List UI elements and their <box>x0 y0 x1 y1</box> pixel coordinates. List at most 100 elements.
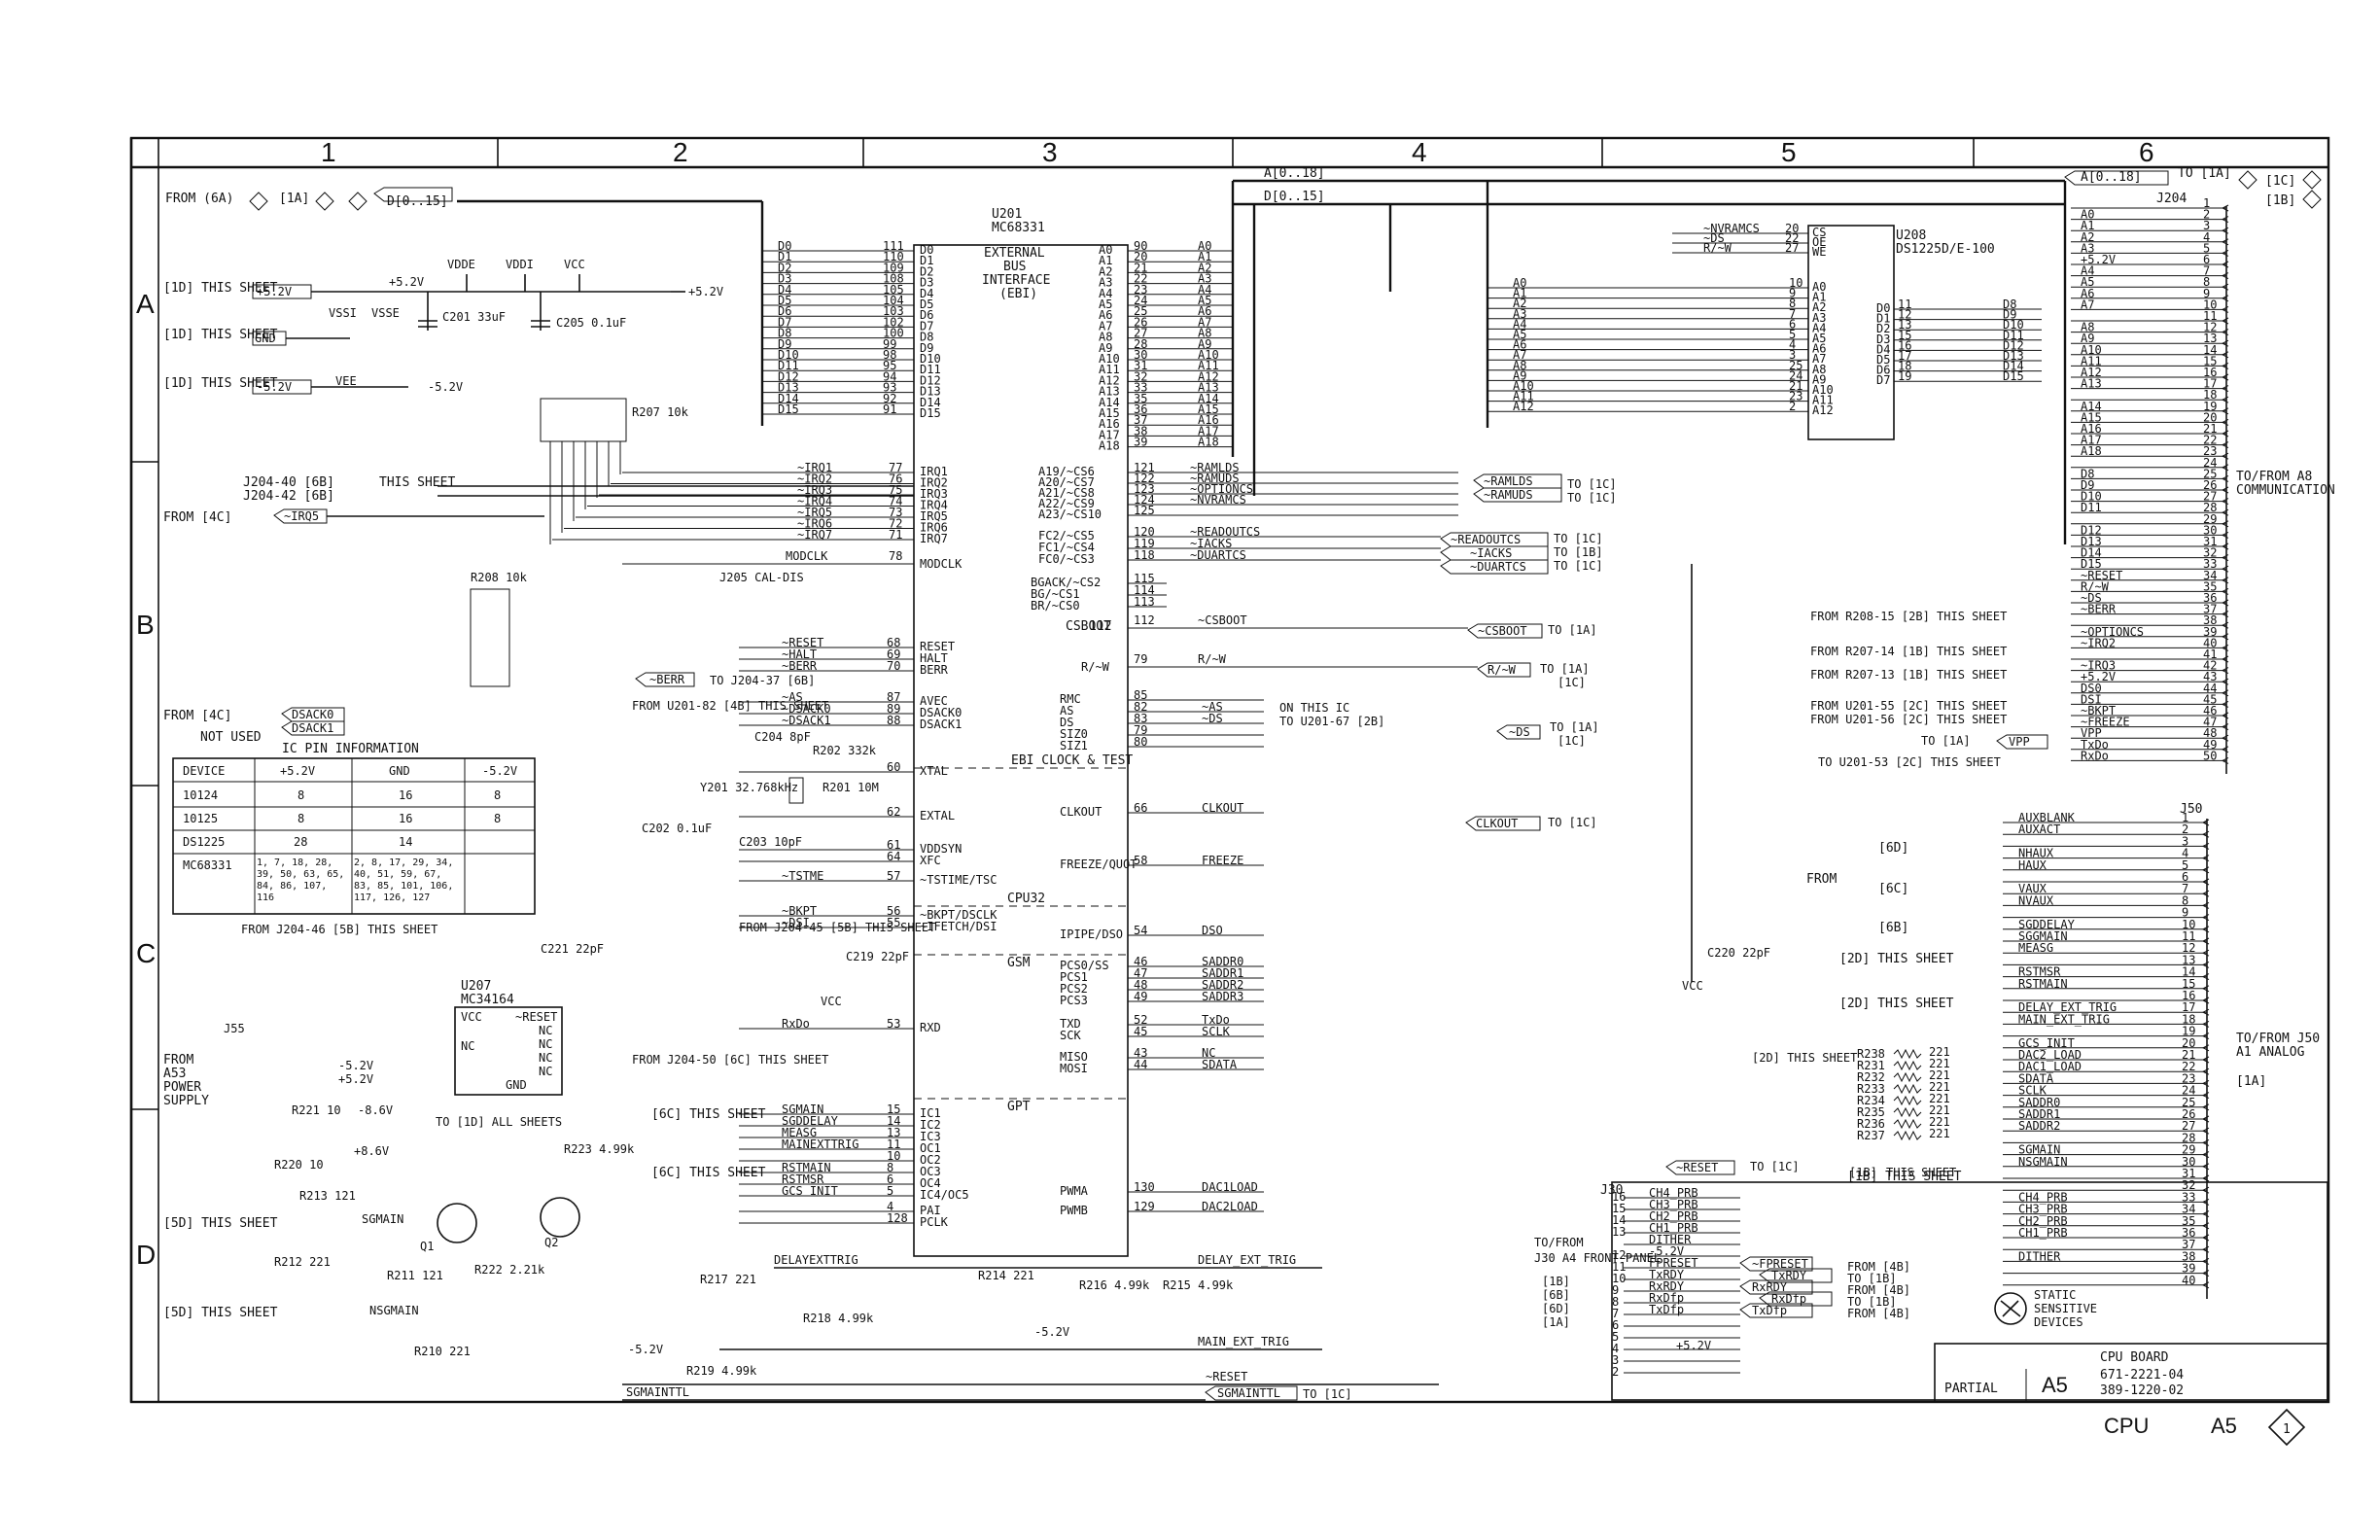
irq-this-sheet: THIS SHEET <box>379 475 455 490</box>
j204-pin-arrow-icon <box>2221 216 2229 224</box>
j204-net: A3 <box>2081 241 2094 255</box>
u201-addr-net: A2 <box>1198 261 1211 274</box>
u208-data-name: D5 <box>1876 353 1890 367</box>
u208-addr-name: A10 <box>1812 383 1834 397</box>
u201-right-name: SIZ1 <box>1060 739 1088 752</box>
u201-left-pin: 88 <box>887 714 900 727</box>
to-1a-top: TO [1A] <box>2178 166 2231 181</box>
j30-offsheet-net: RxDfp <box>1771 1292 1806 1306</box>
u201-addr-net: A18 <box>1198 436 1219 449</box>
j50-pin: 5 <box>2182 858 2188 872</box>
u201-data-name: D12 <box>920 373 941 387</box>
tag-1c-top: [1C] <box>2265 174 2295 189</box>
note-r207-14: FROM R207-14 [1B] THIS SHEET <box>1810 645 2007 658</box>
j30-pin: 12 <box>1612 1248 1626 1262</box>
j30-tag-1: [1B] <box>1542 1275 1570 1288</box>
j50-pin-arrow-icon <box>2201 1020 2210 1028</box>
u201-data-pin: 95 <box>883 359 896 372</box>
u201-left-name: OC1 <box>920 1141 941 1155</box>
a53-supply: SUPPLY <box>163 1094 209 1108</box>
u208-ctl-name: WE <box>1812 245 1826 259</box>
u208-data-net: D12 <box>2003 338 2024 352</box>
net-reset-bottom: ~RESET <box>1206 1370 1247 1383</box>
u201-right-net: SADDR2 <box>1202 978 1243 992</box>
ebi-title-4: (EBI) <box>999 287 1037 301</box>
j30-pin: 8 <box>1612 1295 1619 1309</box>
from-j204-50: FROM J204-50 [6C] THIS SHEET <box>632 1053 828 1067</box>
j50-net: SGMAIN <box>2018 1143 2060 1157</box>
j50-pin: 33 <box>2182 1190 2195 1204</box>
j30-offsheet-note: FROM [4B] <box>1847 1307 1910 1320</box>
u201-left-pin: 11 <box>887 1138 900 1151</box>
u201-right-pin: 48 <box>1134 978 1147 992</box>
q2-label: Q2 <box>544 1236 558 1249</box>
u201-addr-pin: 22 <box>1134 272 1147 286</box>
irq5-flag: ~IRQ5 <box>284 509 319 523</box>
j30-pin: 9 <box>1612 1283 1619 1297</box>
j204-net: A4 <box>2081 264 2094 278</box>
pt-r3c1: 1, 7, 18, 28, 39, 50, 63, 65, 84, 86, 10… <box>257 858 345 903</box>
j204-net: A9 <box>2081 332 2094 345</box>
j204-net: ~RESET <box>2081 569 2122 582</box>
u201-addr-name: A16 <box>1099 417 1120 431</box>
u201-cs-name: A19/~CS6 <box>1038 465 1095 478</box>
j204-pin-arrow-icon <box>2221 587 2229 595</box>
u201-right-name: MOSI <box>1060 1062 1088 1075</box>
from-6a-label: FROM (6A) <box>165 192 233 206</box>
csboot-pin-num: 112 <box>1134 613 1155 627</box>
u208-addr-net: A0 <box>1513 276 1526 290</box>
j50-rows: 1AUXBLANK2AUXACT34NHAUX5HAUX67VAUX8NVAUX… <box>2003 811 2210 1289</box>
j204-net: A15 <box>2081 410 2102 424</box>
u201-left-name: IC1 <box>920 1106 941 1120</box>
j50-pin: 15 <box>2182 977 2195 991</box>
gc-ts-6c-2: [6C] THIS SHEET <box>651 1166 766 1180</box>
u201-addr-pin: 28 <box>1134 337 1147 351</box>
irq-net: ~IRQ5 <box>797 506 832 519</box>
u201-cs-name: A22/~CS9 <box>1038 497 1095 510</box>
j50-pin-arrow-icon <box>2201 855 2210 862</box>
off-to-1a-a: TO [1A] <box>1548 623 1597 637</box>
u201-right-pin: 44 <box>1134 1058 1147 1071</box>
irq-name: IRQ5 <box>920 509 948 523</box>
u207-ref: U207 <box>461 979 491 994</box>
u201-data-pin: 105 <box>883 283 904 297</box>
u201-right-name: DS <box>1060 716 1073 729</box>
j204-net: A0 <box>2081 208 2094 222</box>
j204-net: RxDo <box>2081 749 2109 762</box>
j50-tag-6c: [6C] <box>1878 882 1908 896</box>
irq-name: IRQ3 <box>920 487 948 501</box>
j30-plus52: +5.2V <box>1676 1339 1711 1352</box>
u201-left-name: OC4 <box>920 1176 941 1190</box>
u201-data-pin: 92 <box>883 392 896 405</box>
j50-pin: 22 <box>2182 1060 2195 1073</box>
j50-ts-1b: [1B] THIS SHEET <box>1847 1170 1962 1184</box>
u201-left-net: ~HALT <box>782 648 817 661</box>
a53-from: FROM <box>163 1053 193 1068</box>
j204-pin: 34 <box>2203 569 2217 582</box>
j204-pin: 26 <box>2203 478 2217 492</box>
rw-pin-num: 79 <box>1134 652 1147 666</box>
j204-pin-arrow-icon <box>2221 464 2229 472</box>
tb-line3: 389-1220-02 <box>2100 1383 2184 1398</box>
j204-pin: 20 <box>2203 410 2217 424</box>
irq-section: J204-40 [6B] J204-42 [6B] THIS SHEET FRO… <box>163 475 914 525</box>
j204-net: R/~W <box>2081 579 2110 593</box>
u201-left-net: ~AS <box>782 690 803 704</box>
j30-net: -5.2V <box>1649 1244 1684 1258</box>
u201-cs-net: ~RAMUDS <box>1190 472 1240 485</box>
j204-net: VPP <box>2081 726 2102 740</box>
u201-left-pin: 6 <box>887 1172 893 1186</box>
off-to-1c-d: TO [1C] <box>1554 559 1603 573</box>
j30-net: TxDfp <box>1649 1303 1684 1316</box>
rail-p52: +5.2V <box>338 1072 373 1086</box>
j204-pin: 42 <box>2203 659 2217 673</box>
j50-to-from: TO/FROM J50 <box>2236 1032 2320 1046</box>
rail-minus-2: -5.2V <box>428 380 463 394</box>
rail-plus-3: +5.2V <box>688 285 723 298</box>
u201-addr-net: A5 <box>1198 294 1211 307</box>
u208-addr-net: A2 <box>1513 297 1526 310</box>
j204-net: A11 <box>2081 354 2102 368</box>
j30-offsheet-note: FROM [4B] <box>1847 1283 1910 1297</box>
u201-cs-name: A20/~CS7 <box>1038 475 1095 489</box>
